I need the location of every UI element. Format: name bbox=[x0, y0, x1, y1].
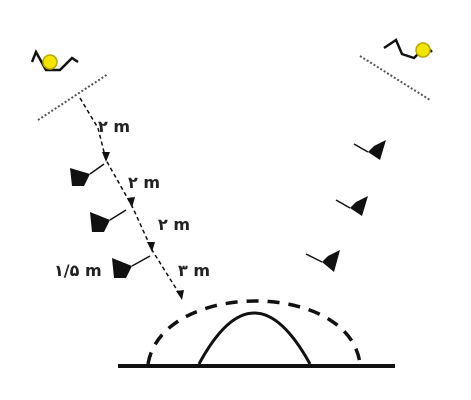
distance-label-5: ۱/۵ m bbox=[54, 261, 102, 280]
left-ball-icon bbox=[42, 54, 58, 70]
outer-dome-dashed bbox=[146, 299, 362, 365]
right-wedge-markers bbox=[322, 140, 386, 272]
distance-label-3: ۲ m bbox=[158, 215, 190, 234]
distance-label-4: ۳ m bbox=[178, 261, 210, 280]
distance-label-1: ۲ m bbox=[98, 117, 130, 136]
right-ramp-dotted bbox=[359, 55, 431, 101]
wedge-marker-icon bbox=[368, 140, 386, 160]
distance-label-2: ۲ m bbox=[128, 173, 160, 192]
trajectory-arrows bbox=[102, 152, 184, 300]
right-ski-jumper-icon bbox=[383, 38, 433, 60]
left-wedge-tails bbox=[89, 163, 151, 267]
inner-dome bbox=[197, 311, 312, 365]
wedge-marker-icon bbox=[350, 196, 368, 216]
wedge-marker-icon bbox=[112, 258, 132, 278]
measurement-trajectory bbox=[79, 97, 183, 299]
right-wedge-tails bbox=[305, 143, 369, 263]
wedge-marker-icon bbox=[322, 250, 340, 272]
left-wedge-markers bbox=[70, 168, 132, 278]
left-ramp-dotted bbox=[37, 73, 109, 121]
wedge-marker-icon bbox=[70, 168, 90, 186]
left-ski-jumper-icon bbox=[30, 49, 79, 72]
right-ball-icon bbox=[415, 42, 431, 58]
wedge-marker-icon bbox=[90, 212, 110, 232]
